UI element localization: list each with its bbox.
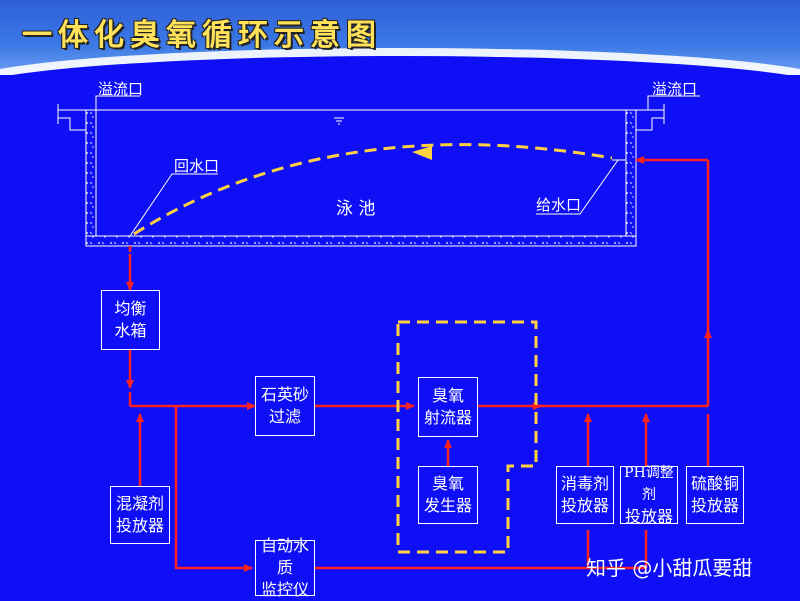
quartz-filter-line1: 石英砂 — [260, 385, 309, 404]
copper-sulfate-dosing-box: 硫酸铜 投放器 — [686, 466, 744, 524]
ph-line2: 投放器 — [624, 507, 673, 526]
flow-to-monitor — [174, 406, 253, 572]
ozone-generator-line1: 臭氧 — [431, 474, 464, 493]
balance-tank-line2: 水箱 — [114, 321, 147, 340]
zhihu-watermark: 知乎 @小甜瓜要甜 — [586, 556, 753, 580]
water-flow-lines — [126, 156, 712, 572]
banner-swoosh-dark — [0, 56, 800, 75]
leader-overflow-left — [95, 95, 140, 110]
monitor-line2: 监控仪 — [260, 580, 309, 599]
ozone-ejector-line2: 射流器 — [423, 408, 472, 427]
ozone-flow-arc — [133, 143, 613, 236]
copper-line1: 硫酸铜 — [690, 474, 739, 493]
ozone-generator-line2: 发生器 — [423, 496, 472, 515]
ozone-ejector-box: 臭氧 射流器 — [418, 377, 478, 437]
coagulant-line2: 投放器 — [115, 516, 164, 535]
ozone-flow — [133, 143, 613, 554]
pool-floor — [85, 235, 637, 247]
pool-right-wall — [625, 109, 637, 247]
ozone-flow-arrow-icon — [412, 146, 432, 160]
ozone-ejector-line1: 臭氧 — [431, 386, 464, 405]
ph-line1: PH调整剂 — [624, 465, 674, 503]
coagulant-dosing-box: 混凝剂 投放器 — [110, 486, 170, 544]
return-inlet-label: 回水口 — [174, 157, 220, 175]
pool-left-wall — [85, 109, 97, 247]
leader-supply-inlet — [536, 159, 619, 215]
leader-return-inlet — [129, 173, 218, 237]
page-title: 一体化臭氧循环示意图 — [22, 18, 382, 53]
ozone-generator-box: 臭氧 发生器 — [418, 466, 478, 524]
coagulant-line1: 混凝剂 — [115, 494, 164, 513]
title-banner: 一体化臭氧循环示意图 — [0, 0, 800, 75]
ozone-module-frame — [396, 320, 538, 554]
leader-overflow-right — [647, 95, 700, 110]
disinfectant-line2: 投放器 — [560, 496, 609, 515]
quartz-filter-box: 石英砂 过滤 — [255, 376, 315, 436]
monitor-line1: 自动水质 — [260, 536, 309, 577]
balance-tank-line1: 均衡 — [114, 299, 147, 318]
pool-structure — [57, 95, 700, 247]
balance-tank-box: 均衡 水箱 — [101, 290, 160, 350]
disinfectant-line1: 消毒剂 — [560, 474, 609, 493]
water-level-icon — [334, 117, 344, 125]
overflow-label-right: 溢流口 — [652, 80, 698, 98]
overflow-label-left: 溢流口 — [98, 80, 144, 98]
water-quality-monitor-box: 自动水质 监控仪 — [255, 536, 315, 599]
pool-label: 泳 池 — [336, 199, 376, 219]
quartz-filter-line2: 过滤 — [268, 407, 301, 426]
ph-dosing-box: PH调整剂 投放器 — [620, 465, 678, 526]
disinfectant-dosing-box: 消毒剂 投放器 — [556, 466, 614, 524]
overflow-gutter-left — [58, 109, 87, 131]
copper-line2: 投放器 — [690, 496, 739, 515]
overflow-gutter-right — [635, 109, 664, 131]
supply-inlet-label: 给水口 — [536, 196, 582, 214]
